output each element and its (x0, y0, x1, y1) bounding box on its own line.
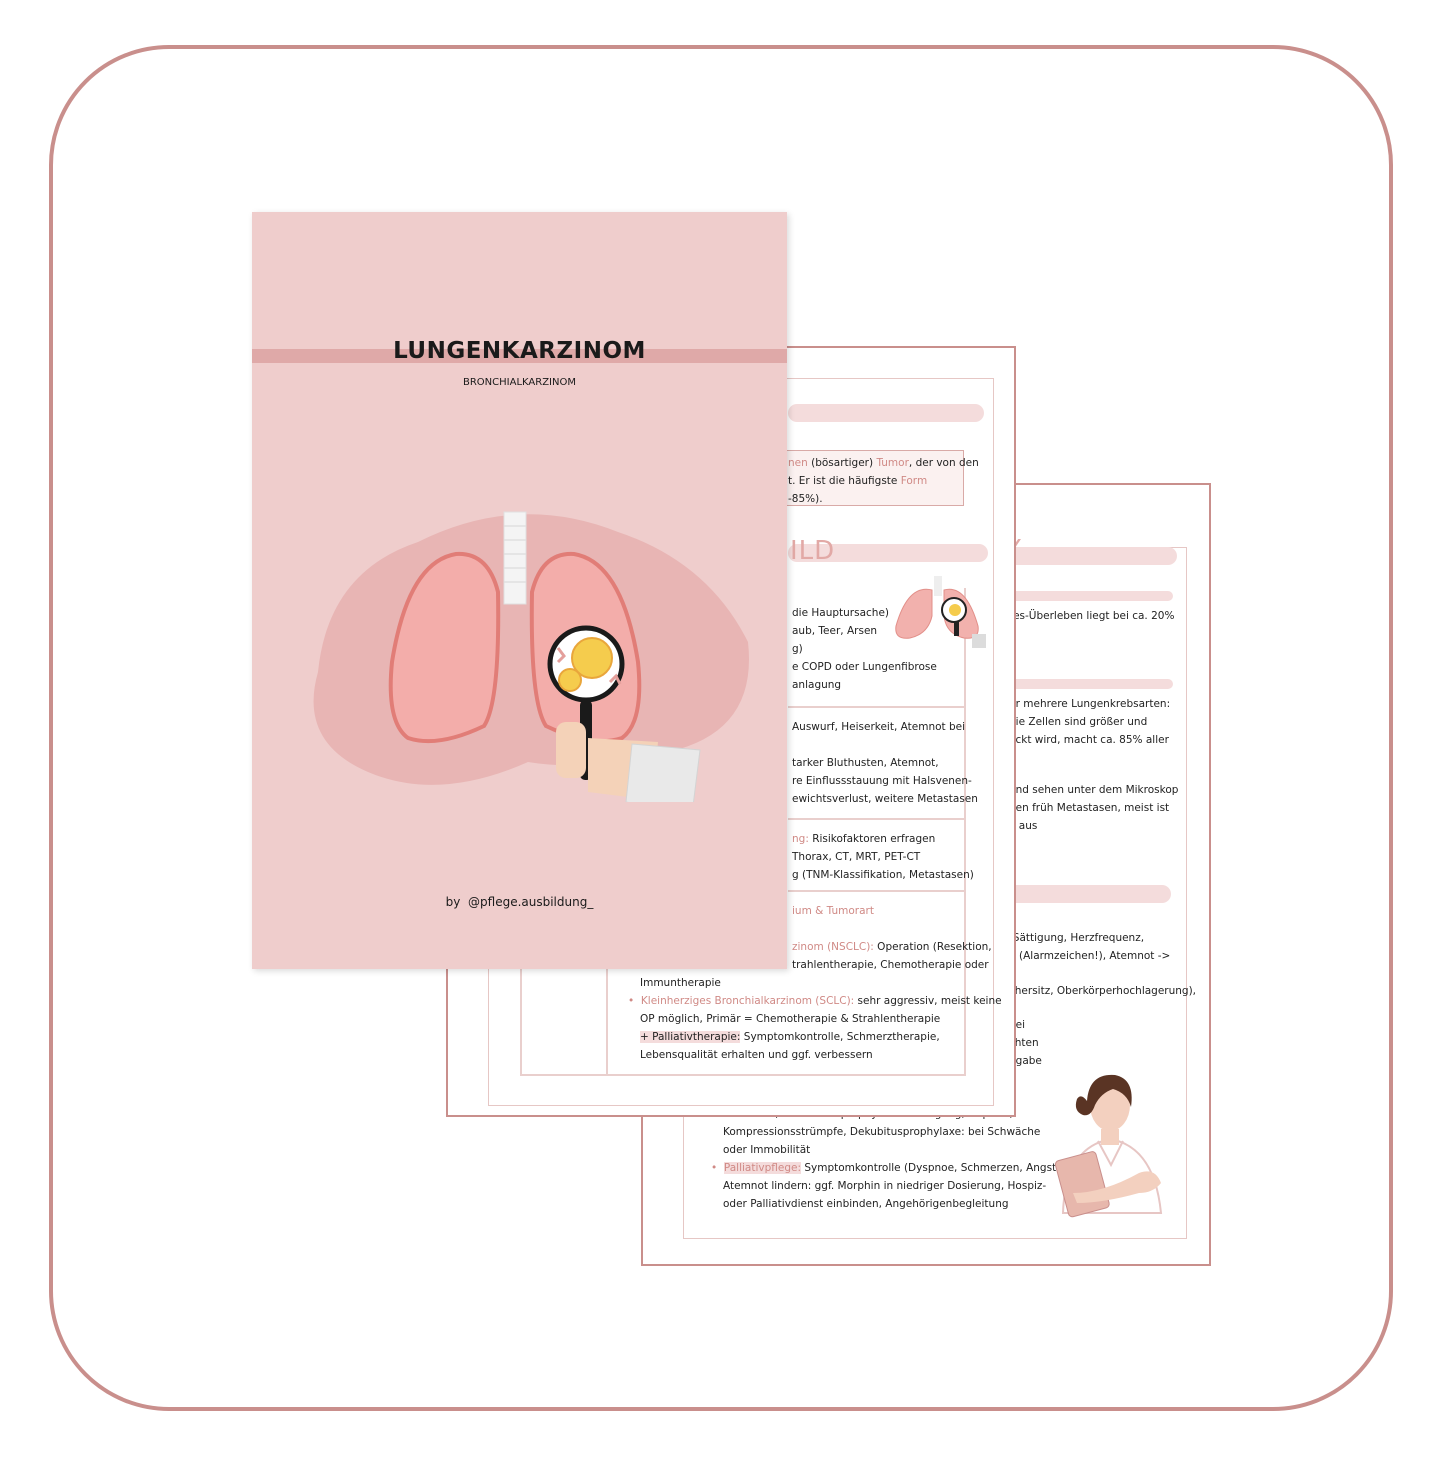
diagnosis-label: ng: (792, 833, 809, 845)
table-border (520, 968, 522, 1074)
table-border (964, 588, 966, 1074)
palliative-line-1: + Palliativtherapie: Symptomkontrolle, S… (640, 1028, 940, 1046)
palliativpflege-line-2: Atemnot lindern: ggf. Morphin in niedrig… (723, 1180, 1047, 1192)
types-line-3: eckt wird, macht ca. 85% aller (1009, 734, 1169, 746)
diagnosis-line-3: g (TNM-Klassifikation, Metastasen) (792, 869, 974, 881)
care-line-1: -Sättigung, Herzfrequenz, (1009, 932, 1145, 944)
palliative-line-2: Lebensqualität erhalten und ggf. verbess… (640, 1049, 873, 1061)
table-border (520, 1074, 966, 1076)
bottom-line-1: Kompressionsstrümpfe, Dekubitusprophylax… (723, 1126, 1041, 1138)
instagram-handle: @pflege.ausbildung_ (468, 895, 594, 909)
palliative-label: + Palliativtherapie: (640, 1031, 741, 1043)
table-border (788, 890, 966, 892)
cover-subtitle: BRONCHIALKARZINOM (463, 377, 576, 388)
palliativpflege-line-3: oder Palliativdienst einbinden, Angehöri… (723, 1198, 1009, 1210)
table-border (788, 706, 966, 708)
bottom-line-2: oder Immobilität (723, 1144, 811, 1156)
types-line-1: ür mehrere Lungenkrebsarten: (1009, 698, 1171, 710)
definition-line-1: nen (bösartiger) Tumor, der von den (788, 457, 979, 469)
risk-line-4: e COPD oder Lungenfibrose (792, 661, 937, 673)
diagnosis-line-1: ng: Risikofaktoren erfragen (792, 830, 935, 848)
prognosis-line-1: res-Überleben liegt bei ca. 20% (1009, 610, 1175, 622)
sclc-label: Kleinherziges Bronchialkarzinom (SCLC): (640, 995, 855, 1007)
section-bar (788, 404, 984, 422)
small-line-2: uen früh Metastasen, meist ist (1009, 802, 1170, 814)
risk-line-2: aub, Teer, Arsen (792, 625, 878, 637)
table-border (788, 818, 966, 820)
definition-line-3: -85%). (788, 493, 823, 505)
palliativpflege-line: • Palliativpflege: Symptomkontrolle (Dys… (711, 1162, 1064, 1174)
nsclc-text: Operation (Resektion, (873, 941, 992, 953)
risk-line-1: die Hauptursache) (792, 607, 890, 619)
care-line-4: chersitz, Oberkörperhochlagerung), (1009, 985, 1197, 997)
nsclc-line-2: trahlentherapie, Chemotherapie oder (792, 959, 989, 971)
cover-page: LUNGENKARZINOM BRONCHIALKARZINOM by @pfl… (252, 212, 787, 969)
byline-prefix: by (445, 895, 461, 909)
care-line-2: n (Alarmzeichen!), Atemnot -> (1009, 950, 1171, 962)
therapy-line: ium & Tumorart (792, 905, 874, 917)
symptom-line-5: ewichtsverlust, weitere Metastasen (792, 793, 978, 805)
symptom-line-4: re Einflussstauung mit Halsvenen- (792, 775, 972, 787)
nurse-illustration (1054, 1074, 1163, 1218)
small-lungs-illustration (895, 576, 986, 648)
section-bar (1003, 591, 1173, 601)
section-bar (1003, 679, 1173, 689)
cover-title: LUNGENKARZINOM (393, 338, 646, 364)
sclc-line-2: OP möglich, Primär = Chemotherapie & Str… (640, 1013, 941, 1025)
care-line-7: chten (1009, 1037, 1039, 1049)
nsclc-line-1: zinom (NSCLC): Operation (Resektion, (792, 938, 992, 956)
palliativpflege-label: Palliativpflege: (723, 1162, 802, 1174)
diagnosis-text: Risikofaktoren erfragen (808, 833, 936, 845)
palliative-text: Symptomkontrolle, Schmerztherapie, (740, 1031, 940, 1043)
definition-line-2: t. Er ist die häufigste Form (788, 475, 928, 487)
small-line-3: e aus (1009, 820, 1038, 832)
sclc-text: sehr aggressiv, meist keine (854, 995, 1002, 1007)
care-line-8: ngabe (1009, 1055, 1042, 1067)
palliativpflege-text: Symptomkontrolle (Dyspnoe, Schmerzen, An… (801, 1162, 1064, 1174)
section-bar (1003, 547, 1177, 565)
symptom-line-1: Auswurf, Heiserkeit, Atemnot bei (792, 721, 966, 733)
section-bar (1003, 885, 1171, 903)
diagnosis-line-2: Thorax, CT, MRT, PET-CT (792, 851, 921, 863)
types-line-2: die Zellen sind größer und (1009, 716, 1148, 728)
sclc-line-1: • Kleinherziges Bronchialkarzinom (SCLC)… (628, 995, 1002, 1007)
lungs-magnifier-illustration (313, 511, 749, 802)
risk-line-3: g) (792, 643, 803, 655)
section-bar (788, 544, 988, 562)
nsclc-label: zinom (NSCLC): (792, 941, 874, 953)
cover-byline: by @pflege.ausbildung_ (252, 895, 787, 909)
title-band (252, 349, 787, 363)
risk-line-5: anlagung (792, 679, 842, 691)
nsclc-line-3: Immuntherapie (640, 977, 721, 989)
small-line-1: und sehen unter dem Mikroskop (1009, 784, 1179, 796)
symptom-line-3: tarker Bluthusten, Atemnot, (792, 757, 939, 769)
section-heading: ILD (790, 536, 836, 566)
